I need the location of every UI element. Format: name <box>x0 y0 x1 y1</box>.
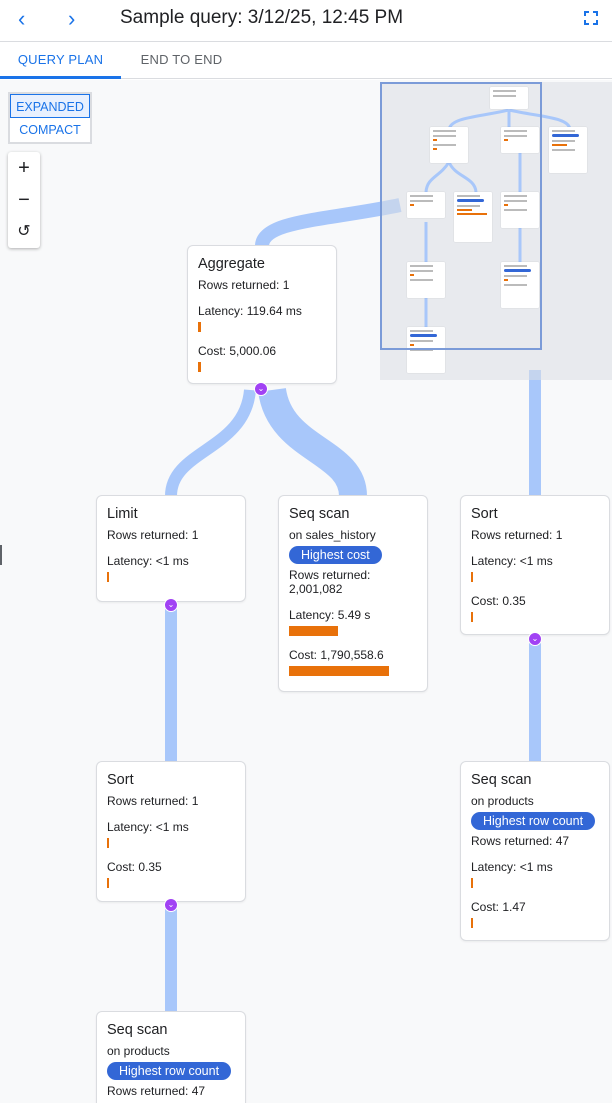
latency: Latency: 5.49 s <box>289 608 371 622</box>
rows-returned: Rows returned: 1 <box>198 278 290 292</box>
node-title: Seq scan <box>107 1022 168 1038</box>
edge-aggregate-limit <box>165 389 256 497</box>
latency: Latency: <1 ms <box>471 860 553 874</box>
node-title: Aggregate <box>198 256 265 272</box>
plan-canvas[interactable]: EXPANDED COMPACT + − ↺ Aggregate Rows re… <box>0 80 612 1103</box>
minimap-node <box>407 327 445 373</box>
minimap-node <box>501 262 539 308</box>
chevron-left-icon[interactable]: ‹ <box>18 6 26 31</box>
rows-returned: Rows returned: 1 <box>107 794 199 808</box>
scroll-indicator[interactable] <box>0 545 2 565</box>
node-title: Limit <box>107 506 138 522</box>
node-sort-left[interactable]: Sort Rows returned: 1 Latency: <1 ms Cos… <box>96 761 246 902</box>
chevron-right-icon[interactable]: › <box>68 6 76 31</box>
minimap-node <box>407 192 445 218</box>
cost: Cost: 0.35 <box>471 594 526 608</box>
status-badge: Highest row count <box>107 1062 232 1080</box>
cost-bar <box>289 666 389 676</box>
minimap-node <box>430 127 468 163</box>
latency-bar <box>107 572 109 582</box>
fullscreen-icon[interactable] <box>584 11 598 25</box>
cost: Cost: 1.47 <box>471 900 526 914</box>
reset-zoom-button[interactable]: ↺ <box>17 223 31 240</box>
edge-modify-aggregate <box>255 198 402 248</box>
node-title: Sort <box>471 506 498 522</box>
compact-button[interactable]: COMPACT <box>19 123 81 137</box>
latency: Latency: <1 ms <box>107 820 189 834</box>
page-title: Sample query: 3/12/25, 12:45 PM <box>120 7 404 28</box>
cost-bar <box>471 612 473 622</box>
cost: Cost: 5,000.06 <box>198 344 277 358</box>
rows-returned: Rows returned: 47 <box>471 834 570 848</box>
minimap-node <box>501 127 539 153</box>
expand-icon[interactable]: ⌄ <box>164 598 178 612</box>
table-name: on sales_history <box>289 528 376 542</box>
tab-bar: QUERY PLAN END TO END <box>0 42 612 79</box>
status-badge: Highest row count <box>471 812 596 830</box>
expand-icon[interactable]: ⌄ <box>528 632 542 646</box>
zoom-in-button[interactable]: + <box>18 157 30 179</box>
node-aggregate[interactable]: Aggregate Rows returned: 1 Latency: 119.… <box>187 245 337 384</box>
latency-bar <box>198 322 201 332</box>
node-seq-scan-products-bottom[interactable]: Seq scan on products Highest row count R… <box>96 1011 246 1103</box>
node-title: Seq scan <box>289 506 350 522</box>
latency-bar <box>471 572 473 582</box>
zoom-controls: + − ↺ <box>8 152 40 248</box>
node-sort-right[interactable]: Sort Rows returned: 1 Latency: <1 ms Cos… <box>460 495 610 635</box>
view-mode-toggle: EXPANDED COMPACT <box>8 92 92 144</box>
tab-end-to-end[interactable]: END TO END <box>140 52 223 67</box>
rows-returned: Rows returned: 2,001,082 <box>289 568 371 596</box>
minimap-node <box>549 127 587 173</box>
table-name: on products <box>107 1044 170 1058</box>
latency-bar <box>471 878 473 888</box>
node-title: Seq scan <box>471 772 532 788</box>
latency-bar <box>107 838 109 848</box>
minimap-node <box>454 192 492 242</box>
minimap[interactable] <box>380 82 612 380</box>
node-limit[interactable]: Limit Rows returned: 1 Latency: <1 ms <box>96 495 246 602</box>
plan-edges <box>165 198 541 1012</box>
rows-returned: Rows returned: 1 <box>107 528 199 542</box>
latency: Latency: 119.64 ms <box>198 304 302 318</box>
zoom-out-button[interactable]: − <box>18 189 30 211</box>
rows-returned: Rows returned: 1 <box>471 528 563 542</box>
cost-bar <box>107 878 109 888</box>
cost-bar <box>471 918 473 928</box>
minimap-node <box>501 192 539 228</box>
minimap-node <box>407 262 445 298</box>
cost: Cost: 1,790,558.6 <box>289 648 384 662</box>
header: ‹ › Sample query: 3/12/25, 12:45 PM <box>0 0 612 42</box>
table-name: on products <box>471 794 534 808</box>
node-seq-scan-products-right[interactable]: Seq scan on products Highest row count R… <box>460 761 610 941</box>
latency: Latency: <1 ms <box>471 554 553 568</box>
minimap-node <box>490 87 528 109</box>
node-title: Sort <box>107 772 134 788</box>
latency: Latency: <1 ms <box>107 554 189 568</box>
expand-icon[interactable]: ⌄ <box>254 382 268 396</box>
latency-bar <box>289 626 338 636</box>
minimap-viewport[interactable] <box>380 82 542 350</box>
node-seq-scan-sales-history[interactable]: Seq scan on sales_history Highest cost R… <box>278 495 428 692</box>
expand-icon[interactable]: ⌄ <box>164 898 178 912</box>
cost: Cost: 0.35 <box>107 860 162 874</box>
tab-query-plan[interactable]: QUERY PLAN <box>0 42 121 79</box>
minimap-edges <box>424 108 572 327</box>
rows-returned: Rows returned: 47 <box>107 1084 206 1098</box>
cost-bar <box>198 362 201 372</box>
status-badge: Highest cost <box>289 546 382 564</box>
expanded-button[interactable]: EXPANDED <box>10 94 90 118</box>
edge-aggregate-seqscan <box>258 387 367 498</box>
